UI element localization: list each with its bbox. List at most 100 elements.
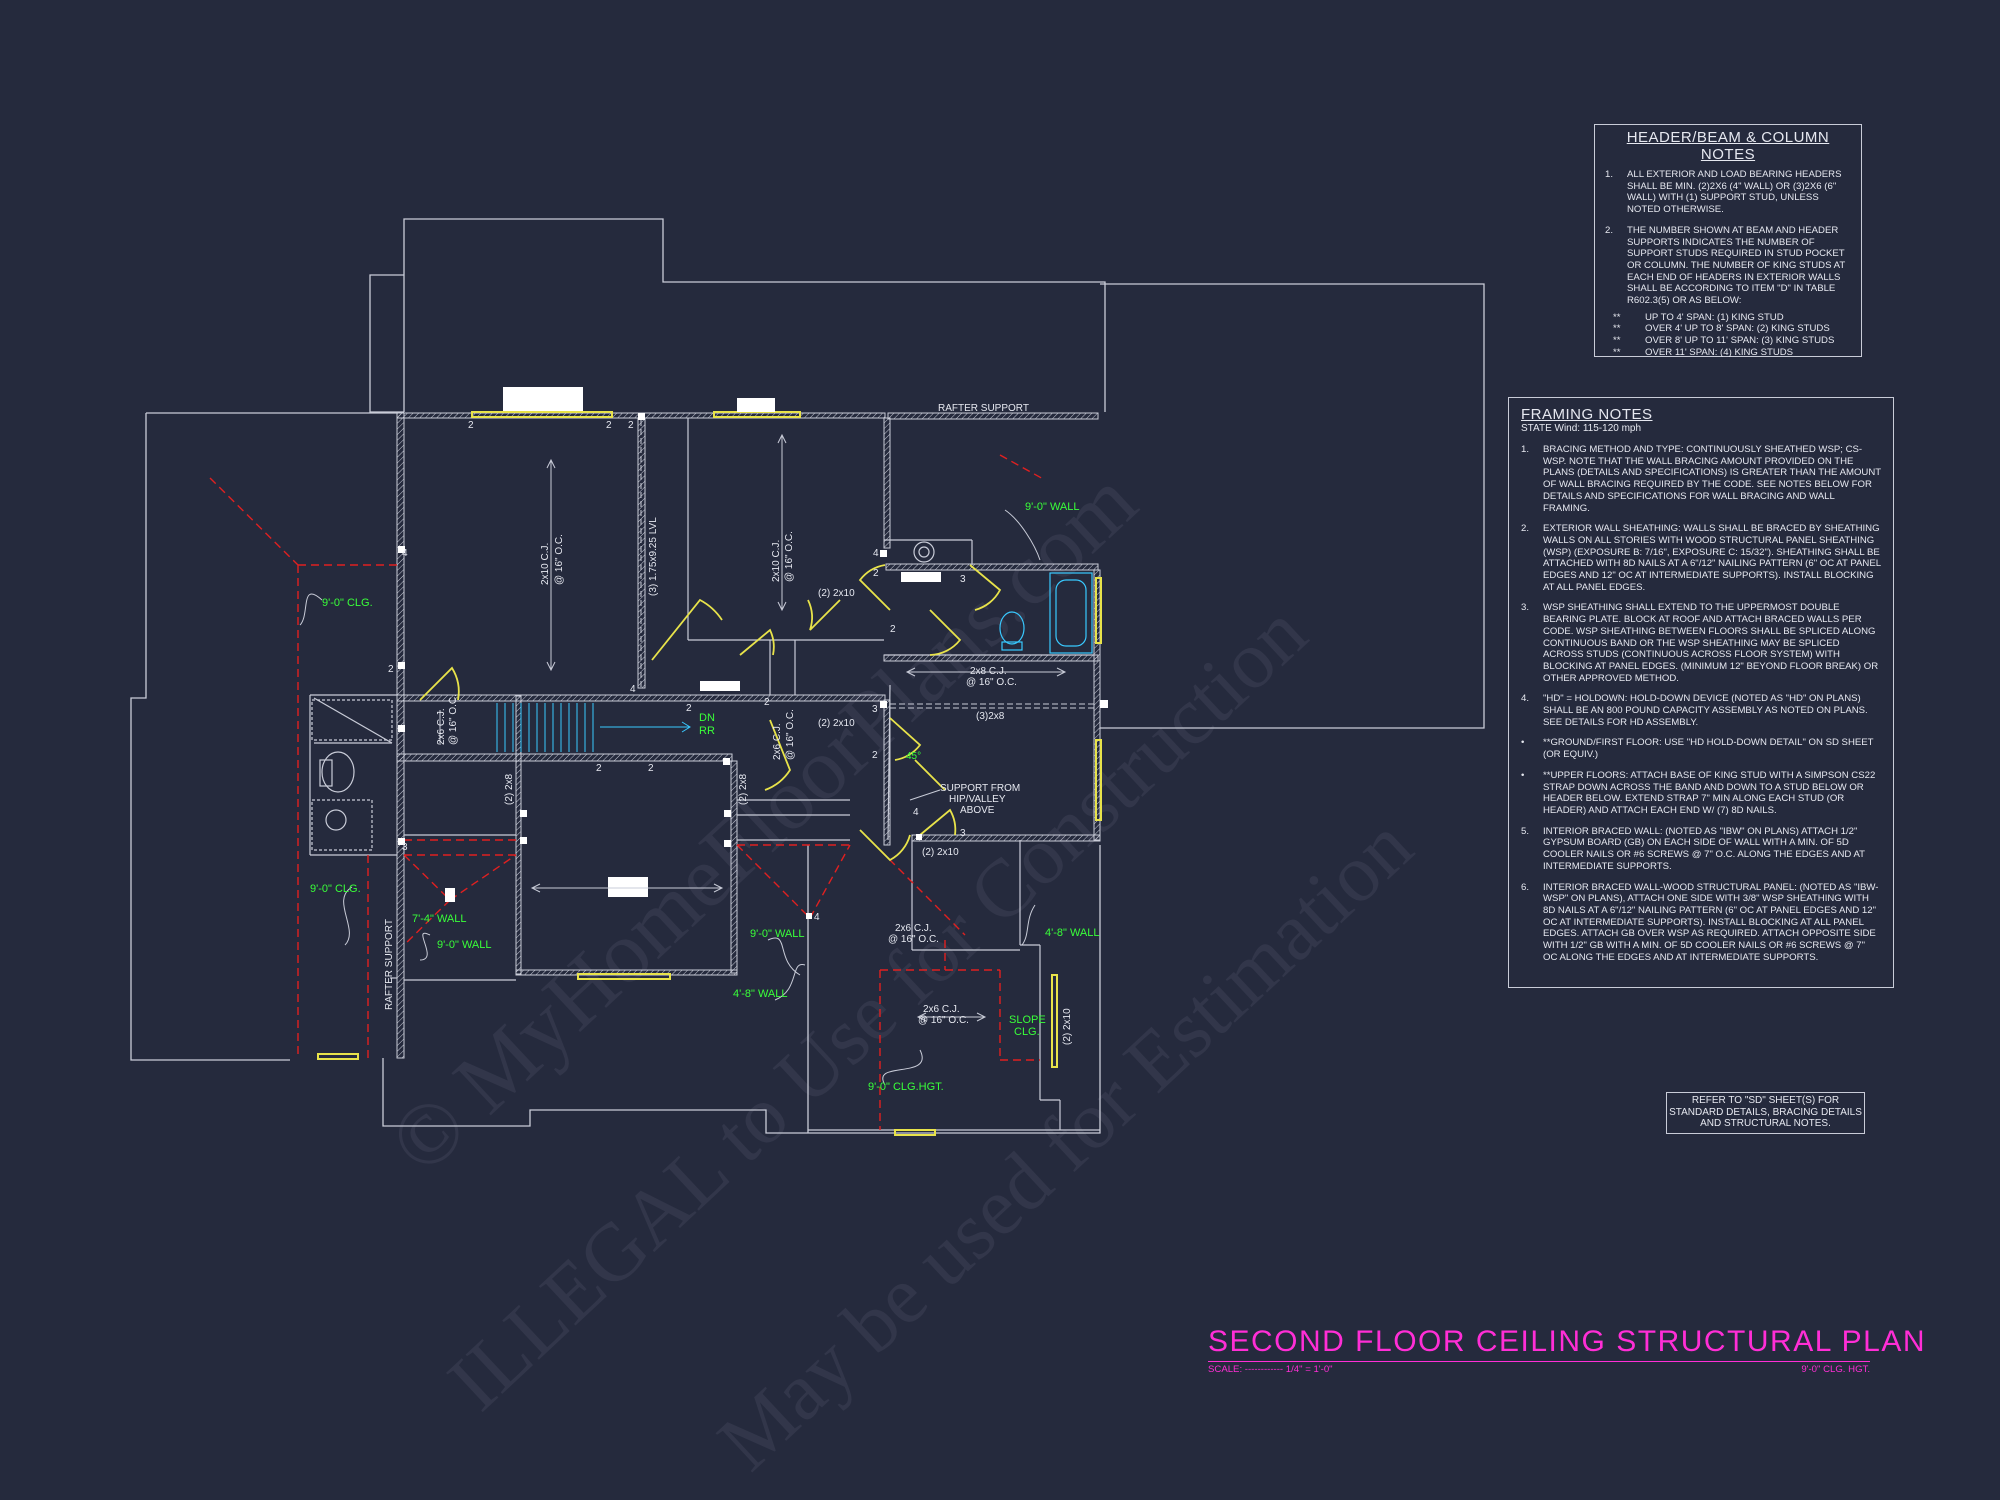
rule-bullet: ** (1613, 323, 1621, 335)
rule-bullet: ** (1613, 346, 1621, 358)
note-number: 2. (1605, 224, 1614, 236)
hdr-2x10-d-label: (2) 2x10 (1062, 1008, 1073, 1045)
stud-count: 3 (872, 704, 878, 715)
clg-s-label: 9'-0" CLG.HGT. (868, 1081, 944, 1093)
slope-clg-label-2: CLG. (1014, 1026, 1040, 1038)
cj-2x6-w-label-2: @ 16" O.C. (448, 694, 459, 745)
wall-4-8-e-label: 4'-8" WALL (1045, 927, 1100, 939)
framing-note-item: 4. "HD" = HOLDOWN: HOLD-DOWN DEVICE (NOTE… (1521, 693, 1881, 728)
vent-blocks (445, 387, 941, 902)
framing-notes-title: FRAMING NOTES (1521, 406, 1653, 423)
note-text: THE NUMBER SHOWN AT BEAM AND HEADER SUPP… (1627, 224, 1846, 307)
header-notes-list: 1.ALL EXTERIOR AND LOAD BEARING HEADERS … (1605, 169, 1851, 307)
header-note-item: 2. THE NUMBER SHOWN AT BEAM AND HEADER SU… (1605, 225, 1851, 307)
header-notes-title: HEADER/BEAM & COLUMN NOTES (1626, 129, 1830, 163)
hdr-2x10-a-label: (2) 2x10 (818, 588, 855, 599)
hdr-2x8-b-label: (2) 2x8 (738, 773, 749, 805)
note-text: **GROUND/FIRST FLOOR: USE "HD HOLD-DOWN … (1543, 737, 1874, 761)
roof-outline (130, 218, 1485, 1134)
wall-7-4-label: 7'-4" WALL (412, 913, 467, 925)
beam-lvl (640, 420, 1094, 709)
note-text: WSP SHEATHING SHALL EXTEND TO THE UPPERM… (1543, 602, 1879, 684)
wall-9-c-label: 9'-0" WALL (750, 928, 805, 940)
clg-nw-label: 9'-0" CLG. (322, 597, 373, 609)
rafter-support-left-label: RAFTER SUPPORT (384, 919, 395, 1010)
cj-2x6-c-label-1: 2x6 C.J. (772, 723, 783, 760)
span-arrows (439, 433, 1067, 1022)
header-notes-sublist: **UP TO 4' SPAN: (1) KING STUD**OVER 4' … (1605, 312, 1851, 359)
title-block: SECOND FLOOR CEILING STRUCTURAL PLAN SCA… (1208, 1325, 1925, 1375)
stud-count: 4 (814, 912, 820, 923)
cj-2x6-w-label-1: 2x6 C.J. (436, 708, 447, 745)
scale-label: SCALE: ------------ 1/4" = 1'-0" (1208, 1364, 1333, 1375)
dn-label: DN (699, 712, 715, 724)
framing-notes-list: 1.BRACING METHOD AND TYPE: CONTINUOUSLY … (1521, 444, 1881, 963)
stud-count: 4 (402, 548, 408, 559)
note-text: "HD" = HOLDOWN: HOLD-DOWN DEVICE (NOTED … (1543, 693, 1868, 728)
label-leaders (299, 509, 1041, 1086)
note-text: BRACING METHOD AND TYPE: CONTINUOUSLY SH… (1543, 444, 1881, 514)
note-number: • (1521, 769, 1525, 781)
note-number: 6. (1521, 881, 1530, 893)
framing-note-item: • **UPPER FLOORS: ATTACH BASE OF KING STU… (1521, 770, 1881, 817)
stud-count: 2 (468, 420, 474, 431)
cj-2x6-s-label-1: 2x6 C.J. (895, 923, 932, 934)
framing-notes-panel: FRAMING NOTES STATE Wind: 115-120 mph 1.… (1508, 397, 1894, 988)
king-stud-rule: **OVER 11' SPAN: (4) KING STUDS (1605, 347, 1851, 359)
note-text: **UPPER FLOORS: ATTACH BASE OF KING STUD… (1543, 769, 1876, 816)
note-number: 5. (1521, 825, 1530, 837)
rule-bullet: ** (1613, 335, 1621, 347)
framing-note-item: 1.BRACING METHOD AND TYPE: CONTINUOUSLY … (1521, 444, 1881, 514)
plan-title: SECOND FLOOR CEILING STRUCTURAL PLAN (1208, 1325, 1925, 1362)
note-number: • (1521, 737, 1525, 749)
note-number: 4. (1521, 693, 1530, 705)
lvl-label: (3) 1.75x9.25 LVL (648, 517, 659, 596)
rr-label: RR (699, 725, 715, 737)
cj-2x10-left-label-2: @ 16" O.C. (554, 534, 565, 585)
support-label-2: HIP/VALLEY (949, 794, 1006, 805)
bathroom-fixtures (311, 541, 1093, 851)
cj-2x6-e-label-2: @ 16" O.C. (918, 1015, 969, 1026)
rafter-support-top-label: RAFTER SUPPORT (938, 403, 1029, 414)
stud-count: 2 (388, 664, 394, 675)
king-stud-rule: **UP TO 4' SPAN: (1) KING STUD (1605, 312, 1851, 324)
stud-count: 2 (648, 763, 654, 774)
framing-notes-subtitle: STATE Wind: 115-120 mph (1521, 423, 1642, 434)
header-note-item: 1.ALL EXTERIOR AND LOAD BEARING HEADERS … (1605, 169, 1851, 216)
stair-treads (496, 703, 691, 752)
cj-2x10-mid-label-1: 2x10 C.J. (771, 540, 782, 582)
windows (317, 411, 1102, 1136)
posts (398, 413, 1108, 919)
stud-count: 2 (606, 420, 612, 431)
cj-2x10-left-label-1: 2x10 C.J. (540, 543, 551, 585)
framing-note-item: 3.WSP SHEATHING SHALL EXTEND TO THE UPPE… (1521, 602, 1881, 684)
cj-2x8-label-2: @ 16" O.C. (966, 677, 1017, 688)
stud-count: 4 (913, 807, 919, 818)
support-label-3: ABOVE (960, 805, 995, 816)
rule-bullet: ** (1613, 311, 1621, 323)
stud-count: 4 (873, 548, 879, 559)
support-label-1: SUPPORT FROM (940, 783, 1020, 794)
scale-row: SCALE: ------------ 1/4" = 1'-0" 9'-0" C… (1208, 1364, 1870, 1375)
exterior-walls (396, 412, 1101, 1059)
clg-w-label: 9'-0" CLG. (310, 883, 361, 895)
stud-count: 3 (960, 828, 966, 839)
king-stud-rule: **OVER 4' UP TO 8' SPAN: (2) KING STUDS (1605, 323, 1851, 335)
cj-2x6-c-label-2: @ 16" O.C. (785, 709, 796, 760)
door-swings (419, 564, 1002, 862)
note-number: 2. (1521, 523, 1530, 535)
hdr-2x8-a-label: (2) 2x8 (504, 773, 515, 805)
stud-count: 2 (764, 697, 770, 708)
red-dashed-lines (209, 454, 1046, 1130)
stud-count: 2 (596, 763, 602, 774)
stud-count: 2 (873, 568, 879, 579)
framing-note-item: 2.EXTERIOR WALL SHEATHING: WALLS SHALL B… (1521, 523, 1881, 593)
cj-2x10-mid-label-2: @ 16" O.C. (784, 531, 795, 582)
header-beam-notes-panel: HEADER/BEAM & COLUMN NOTES 1.ALL EXTERIO… (1594, 124, 1862, 359)
stud-count: 3 (960, 574, 966, 585)
ceiling-height-label: 9'-0" CLG. HGT. (1801, 1364, 1870, 1375)
angle-label: 45° (906, 751, 921, 762)
cj-2x6-s-label-2: @ 16" O.C. (888, 934, 939, 945)
